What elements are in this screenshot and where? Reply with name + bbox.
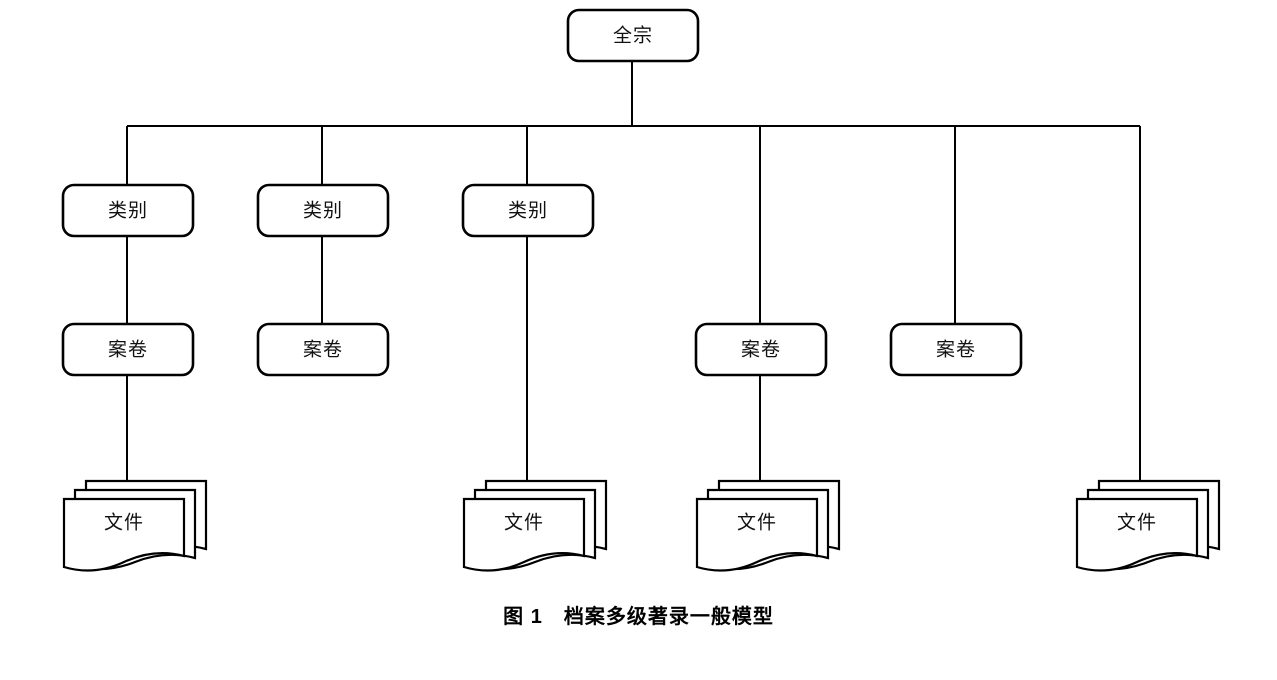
node-dossier-3-box [694,322,828,377]
node-category-2-label: 类别 [303,199,343,221]
node-dossier-4[interactable]: 案卷 [889,322,1023,377]
node-document-3-label: 文件 [737,511,777,533]
node-document-2-label: 文件 [504,511,544,533]
node-dossier-1-box [61,322,195,377]
node-dossier-3[interactable]: 案卷 [694,322,828,377]
node-dossier-3-label: 案卷 [741,338,781,360]
node-document-4-label: 文件 [1117,511,1157,533]
node-category-3[interactable]: 类别 [461,183,595,238]
node-category-3-box [461,183,595,238]
document-stack-front-sheet-icon [1075,497,1199,572]
node-dossier-4-label: 案卷 [936,338,976,360]
node-document-1-label: 文件 [104,511,144,533]
node-dossier-4-box [889,322,1023,377]
node-category-1-box [61,183,195,238]
document-stack-front-sheet-icon [695,497,819,572]
node-document-2[interactable]: 文件 [462,479,608,572]
node-fonds[interactable]: 全宗 [566,8,700,63]
document-stack-front-sheet-icon [462,497,586,572]
node-document-4[interactable]: 文件 [1075,479,1221,572]
node-document-3[interactable]: 文件 [695,479,841,572]
node-dossier-1[interactable]: 案卷 [61,322,195,377]
node-fonds-box [566,8,700,63]
document-stack-front-sheet-icon [62,497,186,572]
node-category-1-label: 类别 [108,199,148,221]
figure-caption: 图 1 档案多级著录一般模型 [503,606,774,628]
node-category-2[interactable]: 类别 [256,183,390,238]
node-fonds-label: 全宗 [613,24,653,46]
node-category-2-box [256,183,390,238]
node-dossier-2-box [256,322,390,377]
connector-layer [126,61,1141,489]
node-dossier-2-label: 案卷 [303,338,343,360]
node-document-1[interactable]: 文件 [62,479,208,572]
node-category-1[interactable]: 类别 [61,183,195,238]
node-dossier-1-label: 案卷 [108,338,148,360]
node-category-3-label: 类别 [508,199,548,221]
node-dossier-2[interactable]: 案卷 [256,322,390,377]
